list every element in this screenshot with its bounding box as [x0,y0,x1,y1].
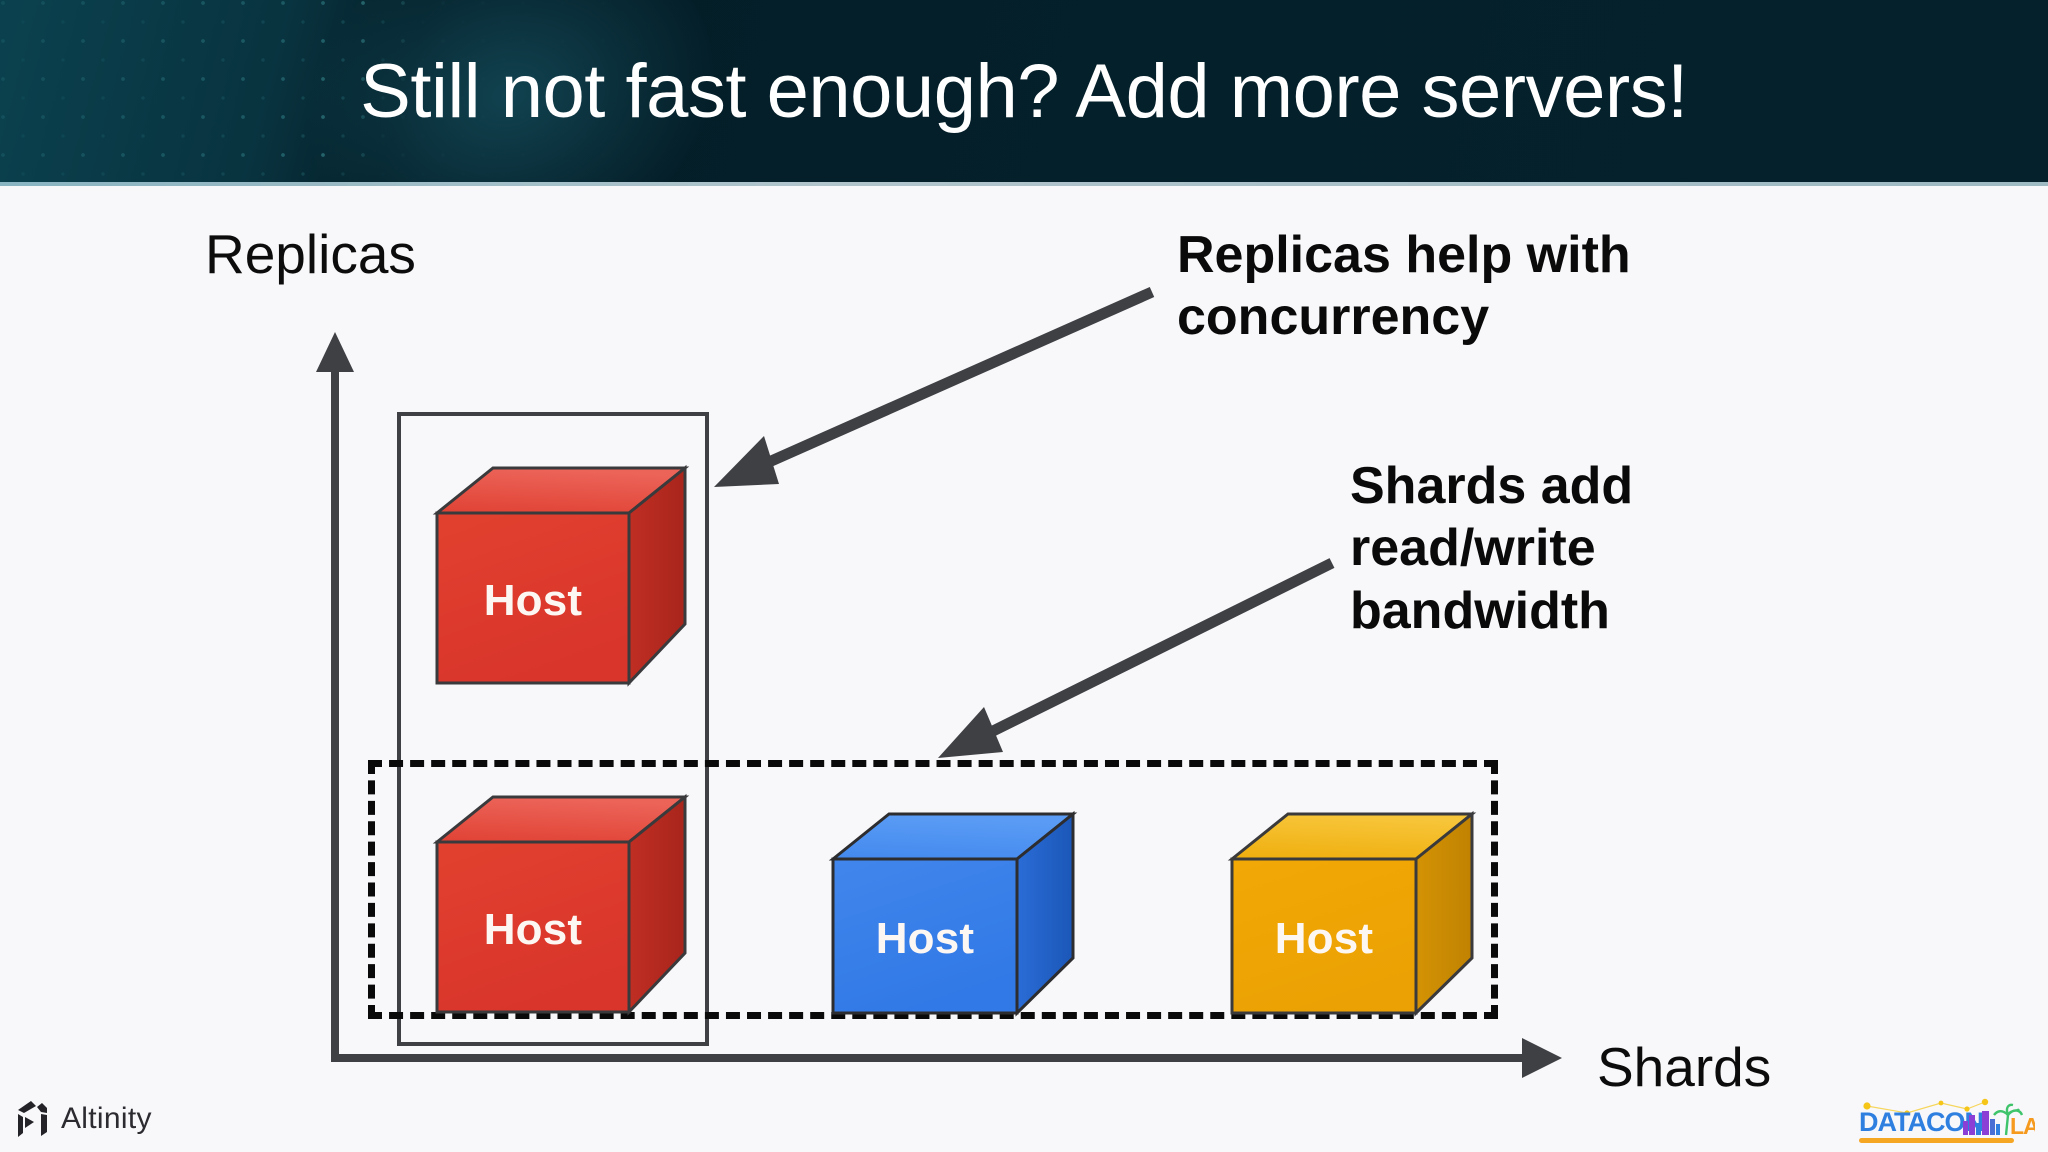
palm-tree-icon [1993,1103,2024,1136]
skyline-bars [1963,1111,2000,1135]
altinity-wordmark: Altinity [61,1102,152,1135]
constellation-dots [1863,1098,1989,1116]
datacon-la-accent: LA [2010,1113,2035,1139]
cube-front-face [435,840,631,1014]
host-cube-shard-1[interactable]: Host [432,793,690,1016]
altinity-logo: Altinity [14,1100,152,1138]
slide-header [0,0,2048,186]
page-title: Still not fast enough? Add more servers! [360,48,1688,134]
altinity-mark-icon [18,1101,47,1137]
arrow-replicas-callout [714,286,1155,487]
host-cube-shard-2[interactable]: Host [828,810,1078,1017]
replica-group-box [397,412,709,1046]
datacon-la-logo: DATACON LA [1855,1093,2040,1147]
y-axis [316,332,354,1058]
y-axis-label: Replicas [205,223,416,285]
x-axis-label: Shards [1597,1036,1772,1098]
datacon-underline-bar [1859,1138,2014,1143]
host-cube-replica-top[interactable]: Host [432,464,690,687]
callout-replicas-help-with-concurrency: Replicas help with concurrency [1177,226,1631,347]
shard-group-box [368,760,1498,1019]
arrow-shards-callout [938,558,1335,758]
cube-front-face [1230,857,1418,1015]
x-axis [331,1038,1562,1078]
callout-shards-add-bandwidth: Shards add read/write bandwidth [1350,457,1634,640]
header-bottom-rule [0,182,2048,186]
cube-front-face [831,857,1019,1015]
cube-front-face [435,511,631,685]
host-cube-shard-3[interactable]: Host [1227,810,1477,1017]
